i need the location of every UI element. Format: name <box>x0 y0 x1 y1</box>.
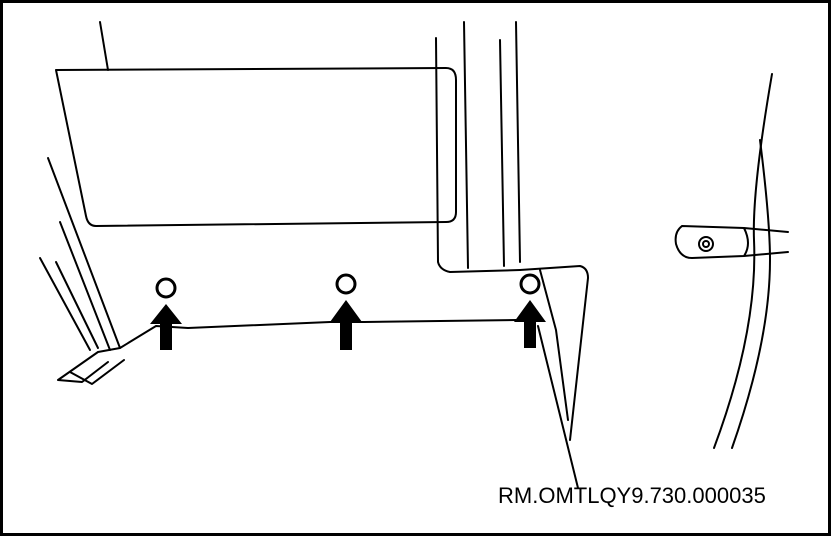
hole-marker-left <box>155 277 177 299</box>
pillar-left-edge <box>435 37 521 273</box>
hole-marker-middle <box>335 273 357 295</box>
door-edge-inner <box>731 139 771 449</box>
door-edge-outer <box>713 73 773 449</box>
hole-marker-right <box>519 273 541 295</box>
floor-inner-edge <box>539 269 569 421</box>
connector-line <box>119 319 517 349</box>
reference-code: RM.OMTLQY9.730.000035 <box>498 483 766 508</box>
latch-bolt-outer <box>698 236 714 252</box>
arrow-right <box>514 300 546 348</box>
latch-bracket <box>674 225 789 259</box>
upper-panel-top-edge <box>99 21 109 71</box>
arrow-middle <box>330 300 362 350</box>
pillar-right-edge-3 <box>499 39 505 267</box>
left-structure-inner-1 <box>39 257 91 351</box>
left-structure-inner-2 <box>55 261 99 349</box>
pillar-right-edge-2 <box>515 21 521 263</box>
left-structure-outer <box>47 157 121 383</box>
arrow-left <box>150 304 182 350</box>
left-structure-inner-3 <box>59 221 111 351</box>
floor-step-edge <box>519 265 589 441</box>
latch-bolt-inner <box>702 240 710 248</box>
reference-leader-line <box>537 325 579 489</box>
left-structure-base <box>69 359 125 385</box>
upper-panel-outline <box>55 67 457 227</box>
pillar-right-edge-1 <box>463 21 469 269</box>
